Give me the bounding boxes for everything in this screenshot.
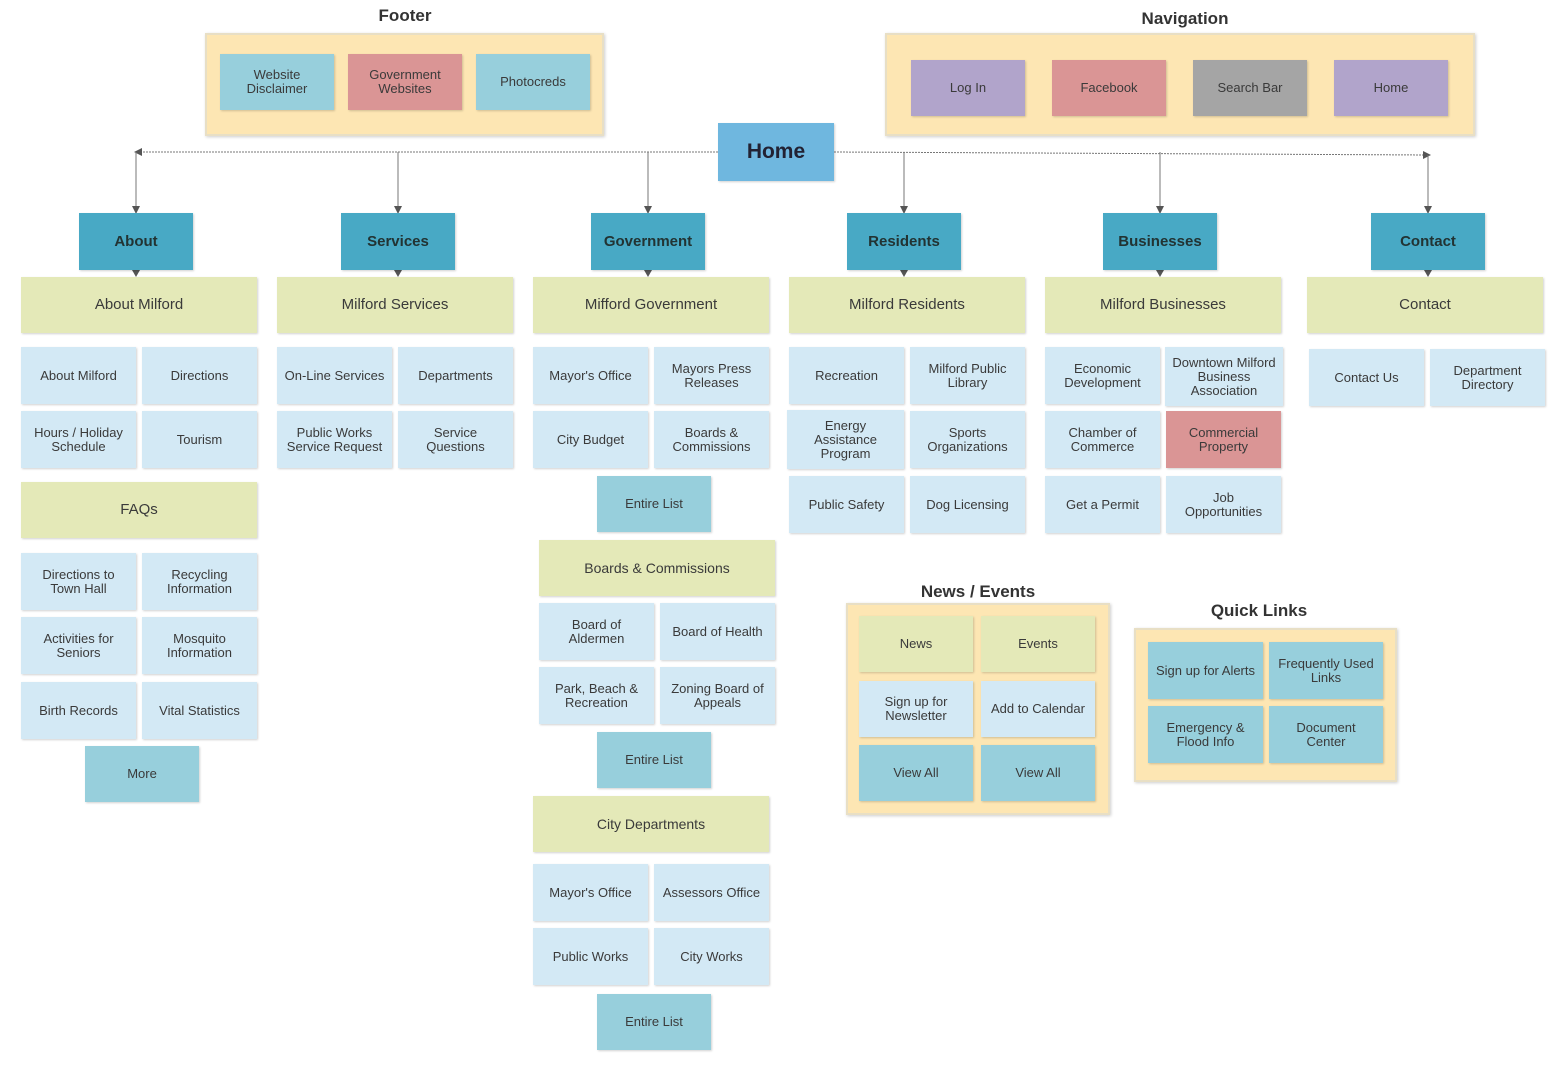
events-item[interactable]: Events (981, 616, 1095, 672)
get-permit-item[interactable]: Get a Permit (1045, 476, 1160, 533)
departments-item[interactable]: Departments (398, 347, 513, 404)
tourism-item[interactable]: Tourism (142, 411, 257, 468)
city-departments-header: City Departments (533, 796, 769, 852)
public-library-item[interactable]: Milford Public Library (910, 347, 1025, 404)
mayors-press-releases-item[interactable]: Mayors Press Releases (654, 347, 769, 404)
city-works-item[interactable]: City Works (654, 928, 769, 985)
faq-birth-records[interactable]: Birth Records (21, 682, 136, 739)
arrow-businesses (1156, 270, 1164, 277)
newsletter-signup-item[interactable]: Sign up for Newsletter (859, 681, 973, 737)
entire-list-button-2[interactable]: Entire List (597, 732, 711, 788)
faq-activities-seniors[interactable]: Activities for Seniors (21, 617, 136, 674)
section-residents[interactable]: Residents (847, 213, 961, 270)
faqs-header: FAQs (21, 482, 257, 538)
board-aldermen-item[interactable]: Board of Aldermen (539, 603, 654, 660)
directions-item[interactable]: Directions (142, 347, 257, 404)
faq-vital-statistics[interactable]: Vital Statistics (142, 682, 257, 739)
search-bar[interactable]: Search Bar (1193, 60, 1307, 116)
public-works-item[interactable]: Public Works (533, 928, 648, 985)
entire-list-button-1[interactable]: Entire List (597, 476, 711, 532)
city-budget-item[interactable]: City Budget (533, 411, 648, 468)
service-questions-item[interactable]: Service Questions (398, 411, 513, 468)
frequently-used-links[interactable]: Frequently Used Links (1269, 642, 1383, 699)
park-beach-item[interactable]: Park, Beach & Recreation (539, 667, 654, 724)
photocreds-link[interactable]: Photocreds (476, 54, 590, 110)
log-in-button[interactable]: Log In (911, 60, 1025, 116)
section-government[interactable]: Government (591, 213, 705, 270)
footer-title: Footer (378, 6, 432, 25)
quick-links-title: Quick Links (1210, 601, 1308, 620)
job-opportunities-item[interactable]: Job Opportunities (1166, 476, 1281, 533)
faq-mosquito[interactable]: Mosquito Information (142, 617, 257, 674)
commercial-property-item[interactable]: Commercial Property (1166, 411, 1281, 468)
contact-header: Contact (1307, 277, 1543, 333)
arrow-contact (1424, 270, 1432, 277)
news-view-all-button[interactable]: View All (859, 745, 973, 801)
energy-assistance-item[interactable]: Energy Assistance Program (787, 410, 904, 469)
contact-us-item[interactable]: Contact Us (1309, 349, 1424, 406)
sports-organizations-item[interactable]: Sports Organizations (910, 411, 1025, 468)
residents-header: Milford Residents (789, 277, 1025, 333)
section-services[interactable]: Services (341, 213, 455, 270)
arrow-services (394, 270, 402, 277)
section-businesses[interactable]: Businesses (1103, 213, 1217, 270)
news-events-title: News / Events (920, 582, 1036, 601)
alerts-signup-link[interactable]: Sign up for Alerts (1148, 642, 1263, 699)
government-header: Mifford Government (533, 277, 769, 333)
arrow-about (132, 270, 140, 277)
public-works-request-item[interactable]: Public Works Service Request (277, 411, 392, 468)
faq-more-button[interactable]: More (85, 746, 199, 802)
assessors-office-item[interactable]: Assessors Office (654, 864, 769, 921)
government-websites-link[interactable]: Government Websites (348, 54, 462, 110)
document-center-link[interactable]: Document Center (1269, 706, 1383, 763)
emergency-flood-info-link[interactable]: Emergency & Flood Info (1148, 706, 1263, 763)
arrow-government (644, 270, 652, 277)
add-to-calendar-item[interactable]: Add to Calendar (981, 681, 1095, 737)
board-health-item[interactable]: Board of Health (660, 603, 775, 660)
home-node[interactable]: Home (718, 123, 834, 181)
department-directory-item[interactable]: Department Directory (1430, 349, 1545, 406)
about-milford-item[interactable]: About Milford (21, 347, 136, 404)
public-safety-item[interactable]: Public Safety (789, 476, 904, 533)
events-view-all-button[interactable]: View All (981, 745, 1095, 801)
section-about[interactable]: About (79, 213, 193, 270)
recreation-item[interactable]: Recreation (789, 347, 904, 404)
online-services-item[interactable]: On-Line Services (277, 347, 392, 404)
dept-mayors-office-item[interactable]: Mayor's Office (533, 864, 648, 921)
mayors-office-item[interactable]: Mayor's Office (533, 347, 648, 404)
services-header: Milford Services (277, 277, 513, 333)
facebook-link[interactable]: Facebook (1052, 60, 1166, 116)
entire-list-button-3[interactable]: Entire List (597, 994, 711, 1050)
section-contact[interactable]: Contact (1371, 213, 1485, 270)
news-item[interactable]: News (859, 616, 973, 672)
chamber-commerce-item[interactable]: Chamber of Commerce (1045, 411, 1160, 468)
nav-home-link[interactable]: Home (1334, 60, 1448, 116)
faq-directions-town-hall[interactable]: Directions to Town Hall (21, 553, 136, 610)
economic-development-item[interactable]: Economic Development (1045, 347, 1160, 404)
boards-header: Boards & Commissions (539, 540, 775, 596)
navigation-title: Navigation (1141, 9, 1229, 28)
arrow-residents (900, 270, 908, 277)
downtown-business-association-item[interactable]: Downtown Milford Business Association (1165, 347, 1283, 406)
about-header: About Milford (21, 277, 257, 333)
website-disclaimer-link[interactable]: Website Disclaimer (220, 54, 334, 110)
zoning-board-item[interactable]: Zoning Board of Appeals (660, 667, 775, 724)
businesses-header: Milford Businesses (1045, 277, 1281, 333)
dog-licensing-item[interactable]: Dog Licensing (910, 476, 1025, 533)
boards-commissions-item[interactable]: Boards & Commissions (654, 411, 769, 468)
home-to-right-line (833, 150, 1431, 159)
faq-recycling[interactable]: Recycling Information (142, 553, 257, 610)
hours-holiday-item[interactable]: Hours / Holiday Schedule (21, 411, 136, 468)
